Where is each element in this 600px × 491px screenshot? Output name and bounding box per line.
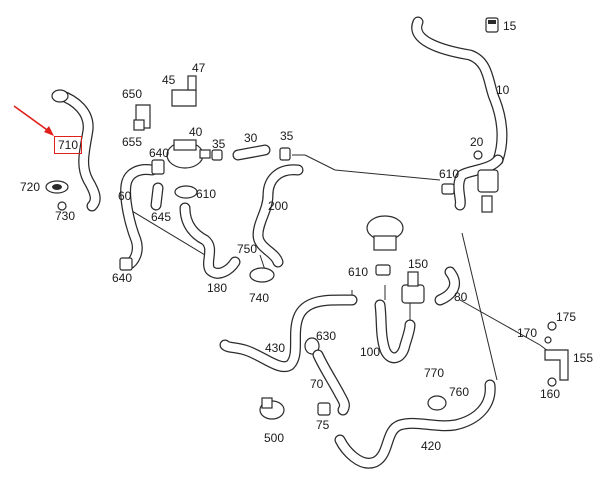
hose-80 xyxy=(434,266,460,306)
hose-30 xyxy=(232,144,271,161)
label-20: 20 xyxy=(470,135,484,149)
label-640b: 640 xyxy=(112,271,133,285)
label-47: 47 xyxy=(192,61,206,75)
part-655 xyxy=(133,119,145,131)
label-730: 730 xyxy=(55,209,76,223)
label-500: 500 xyxy=(264,431,285,445)
label-770: 770 xyxy=(424,366,445,380)
label-200: 200 xyxy=(268,199,289,213)
part-160 xyxy=(547,377,557,387)
label-170: 170 xyxy=(517,326,538,340)
hose-60 xyxy=(119,164,158,271)
hose-710 xyxy=(51,89,101,212)
part-45 xyxy=(171,75,197,107)
label-610b: 610 xyxy=(439,167,460,181)
label-60: 60 xyxy=(118,189,132,203)
part-610c xyxy=(375,264,391,276)
label-180: 180 xyxy=(207,281,228,295)
part-610a xyxy=(174,185,198,199)
part-170 xyxy=(544,336,552,344)
label-610c: 610 xyxy=(348,265,369,279)
hose-200 xyxy=(252,164,304,268)
hose-10 xyxy=(411,16,508,213)
label-160: 160 xyxy=(540,387,561,401)
part-75 xyxy=(317,402,331,416)
hose-100 xyxy=(374,299,416,364)
label-80: 80 xyxy=(454,290,468,304)
leader-lines xyxy=(121,154,561,381)
part-175 xyxy=(547,321,557,331)
hose-70 xyxy=(312,349,350,416)
highlight-arrow xyxy=(13,105,54,136)
part-35a xyxy=(211,149,223,161)
part-630 xyxy=(304,337,320,355)
part-500 xyxy=(259,397,285,420)
bracket-155 xyxy=(544,349,569,381)
label-630: 630 xyxy=(316,329,337,343)
hose-430 xyxy=(219,294,358,373)
label-650: 650 xyxy=(122,87,143,101)
label-175: 175 xyxy=(556,310,577,324)
valve-150 xyxy=(401,271,425,304)
label-155: 155 xyxy=(573,351,594,365)
label-30: 30 xyxy=(244,131,258,145)
label-40: 40 xyxy=(189,125,203,139)
label-70: 70 xyxy=(310,377,324,391)
part-760 xyxy=(427,395,447,411)
label-150: 150 xyxy=(408,257,429,271)
label-35b: 35 xyxy=(280,129,294,143)
label-100: 100 xyxy=(360,345,381,359)
label-45: 45 xyxy=(162,73,176,87)
hose-180 xyxy=(179,202,241,279)
pump-150 xyxy=(366,215,404,251)
part-20 xyxy=(473,150,483,160)
hose-420 xyxy=(334,379,496,469)
part-645 xyxy=(150,182,164,211)
part-740 xyxy=(249,267,275,283)
label-15: 15 xyxy=(503,19,517,33)
label-430: 430 xyxy=(265,341,286,355)
part-35b xyxy=(279,147,291,161)
label-420: 420 xyxy=(421,439,442,453)
part-640a xyxy=(151,159,165,175)
part-610b xyxy=(441,183,455,195)
label-740: 740 xyxy=(249,291,270,305)
label-640a: 640 xyxy=(149,146,170,160)
part-15 xyxy=(485,17,499,33)
label-710-highlighted: 710 xyxy=(54,136,83,154)
label-750: 750 xyxy=(237,242,258,256)
label-75: 75 xyxy=(316,418,330,432)
label-645: 645 xyxy=(151,210,172,224)
label-35a: 35 xyxy=(212,137,226,151)
label-655: 655 xyxy=(122,135,143,149)
label-720: 720 xyxy=(20,180,41,194)
label-610a: 610 xyxy=(196,187,217,201)
part-730 xyxy=(57,201,67,211)
pump-40 xyxy=(166,139,211,169)
part-720 xyxy=(45,180,69,194)
label-760: 760 xyxy=(449,385,470,399)
label-10: 10 xyxy=(496,83,510,97)
